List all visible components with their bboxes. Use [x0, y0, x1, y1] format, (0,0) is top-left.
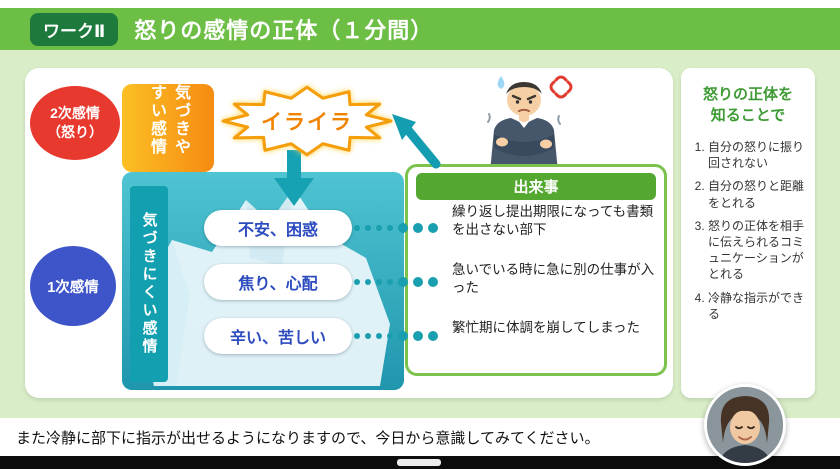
emotion-box-hardship: 辛い、苦しい	[204, 318, 352, 354]
page-title: 怒りの感情の正体（１分間）	[134, 18, 434, 43]
easy-to-notice-label: 気づきやすい感情	[122, 84, 214, 172]
dot-leader-3	[354, 330, 438, 342]
benefits-panel: 怒りの正体を 知ることで 自分の怒りに振り回されない 自分の怒りと距離をとれる …	[681, 68, 815, 398]
benefits-title-line2: 知ることで	[710, 107, 786, 124]
presenter-portrait	[707, 387, 783, 463]
event-item-1: 繰り返し提出期限になっても書類を出さない部下	[452, 204, 654, 237]
benefit-item-2: 自分の怒りと距離をとれる	[708, 178, 806, 210]
presenter-avatar	[704, 384, 786, 466]
secondary-emotion-badge: 2次感情 （怒り）	[30, 86, 120, 160]
caption-text: また冷静に部下に指示が出せるようになりますので、今日から意識してみてください。	[16, 429, 600, 447]
benefits-list: 自分の怒りに振り回されない 自分の怒りと距離をとれる 怒りの正体を相手に伝えられ…	[690, 139, 806, 322]
benefit-item-3: 怒りの正体を相手に伝えられるコミュニケーションがとれる	[708, 218, 806, 283]
benefits-title: 怒りの正体を 知ることで	[690, 84, 806, 126]
hard-to-notice-label: 気づきにくい感情	[130, 186, 168, 382]
anger-mark-icon	[549, 75, 573, 99]
video-progress-handle[interactable]	[397, 459, 441, 466]
secondary-emotion-line2: （怒り）	[47, 124, 103, 140]
benefit-item-1: 自分の怒りに振り回されない	[708, 139, 806, 171]
primary-emotion-badge: 1次感情	[30, 246, 116, 326]
burst-shape	[221, 85, 393, 157]
dot-leader-1	[354, 222, 438, 234]
dot-leader-2	[354, 276, 438, 288]
event-item-3: 繁忙期に体調を崩してしまった	[452, 320, 641, 335]
emotion-box-impatience: 焦り、心配	[204, 264, 352, 300]
events-panel: 出来事 繰り返し提出期限になっても書類を出さない部下 急いでいる時に急に別の仕事…	[405, 164, 667, 376]
event-item-2: 急いでいる時に急に別の仕事が入った	[452, 262, 655, 295]
work-badge: ワークⅡ	[30, 12, 119, 46]
benefit-item-4: 冷静な指示ができる	[708, 290, 806, 322]
irritation-bubble: イライラ	[220, 84, 394, 158]
angry-man-illustration	[487, 75, 573, 172]
header-bar: ワークⅡ 怒りの感情の正体（１分間）	[0, 8, 840, 50]
video-player-bar[interactable]	[0, 456, 840, 469]
down-arrow-icon	[274, 150, 314, 206]
caption-bar: また冷静に部下に指示が出せるようになりますので、今日から意識してみてください。	[0, 418, 840, 456]
benefits-title-line1: 怒りの正体を	[702, 86, 793, 103]
emotion-box-anxiety: 不安、困惑	[204, 210, 352, 246]
secondary-emotion-line1: 2次感情	[50, 105, 100, 122]
sweat-drop-icon	[497, 76, 505, 89]
events-header: 出来事	[416, 173, 656, 200]
events-to-bubble-arrow-icon	[392, 114, 441, 169]
irritation-text: イライラ	[261, 111, 353, 134]
